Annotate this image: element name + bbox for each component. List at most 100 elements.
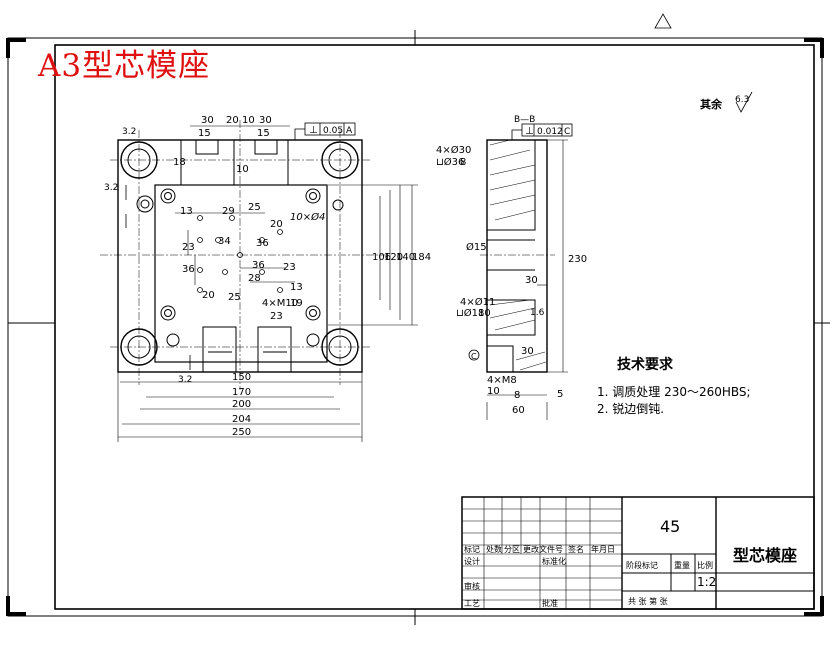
dim-top-18: 18 [173,157,186,168]
roughness-note: 其余 6.3 [700,91,753,113]
roughness-value: 6.3 [735,95,749,105]
tech-title: 技术要求 [617,356,674,373]
dim-inner-34: 34 [218,236,231,247]
dim-inner-36-b: 36 [182,264,195,275]
tb-stage: 阶段标记 [626,560,658,570]
tb-check: 审核 [464,581,480,591]
dim-inner-23-b: 23 [283,262,296,273]
holes-mid-count: 4×Ø11 [460,296,495,308]
tech-requirements: 技术要求 1. 调质处理 230～260HBS; 2. 锐边倒钝. [597,356,751,416]
tech-item-1: 1. 调质处理 230～260HBS; [597,385,751,399]
datum-c: C [471,352,477,361]
holes-mid-depth: 10 [478,308,491,319]
section-label: B—B [514,115,535,125]
tb-part-name: 型芯模座 [733,546,797,565]
dim-bottom-204: 204 [232,414,251,425]
dim-inner-25: 25 [248,202,261,213]
plan-dimension-lines [117,125,418,442]
dim-holes-note: 10×Ø4 [290,211,325,223]
dim-right-106: 106 [372,252,391,263]
dim-inner-20: 20 [270,219,283,230]
holes-bot-count: 4×M8 [487,375,517,386]
tb-approve: 批准 [542,598,558,608]
rough-section: 1.6 [530,308,545,318]
title-block [461,496,815,610]
tb-scale-label: 比例 [697,560,713,570]
holes-bot-depth: 10 [487,386,500,397]
dim-top-15-b: 15 [257,128,270,139]
dim-section-230: 230 [568,254,587,265]
tb-h-count: 处数 [486,544,502,554]
holes-top-count: 4×Ø30 [436,144,471,156]
tb-h-zone: 分区 [504,545,520,554]
orientation-mark [654,13,672,29]
dim-top-20: 20 [226,115,239,126]
tb-scale: 1:2 [697,575,716,589]
dim-inner-29: 29 [222,206,235,217]
dim-bottom-250: 250 [232,427,251,438]
dim-top-10-b: 10 [236,164,249,175]
holes-top-cbore: ⊔Ø36 [436,156,464,168]
dim-top-30-b: 30 [259,115,272,126]
dim-bottom-170: 170 [232,387,251,398]
tb-h-file: 更改文件号 [523,544,563,554]
section-dim-lines [486,139,568,420]
plan-view [100,120,385,390]
dim-top-30-a: 30 [201,115,214,126]
tb-weight: 重量 [674,560,690,570]
tol-frame-plan: ⊥ 0.05 A [294,122,356,140]
tol-symbol: ⊥ [309,125,318,136]
tb-h-mark: 标记 [464,544,480,554]
rough-top-left: 3.2 [122,127,136,137]
plan-dimension-text: 30 20 10 30 15 15 18 10 3.2 3.2 13 29 25… [104,115,431,438]
dim-top-15-a: 15 [198,128,211,139]
dim-section-60: 60 [512,405,525,416]
inner-border [54,44,815,610]
dim-23: 23 [270,311,283,322]
tol-frame-section: ⊥ 0.012 C C [468,123,573,361]
dim-inner-36-c: 36 [252,260,265,271]
dim-section-30-b: 30 [521,346,534,357]
tb-h-date: 年月日 [591,544,615,554]
tb-material: 45 [660,517,680,536]
tb-standard: 标准化 [542,556,566,566]
outer-border [7,37,823,617]
dim-inner-28: 28 [248,273,261,284]
dim-inner-23-a: 23 [182,242,195,253]
tol-datum: A [346,126,353,136]
sheet-label: A3型芯模座 [38,48,211,84]
dim-top-10-a: 10 [242,115,255,126]
rough-bottom: 3.2 [178,375,192,385]
roughness-label: 其余 [700,97,723,111]
dim-m10: 4×M10 [262,298,298,309]
centering-marks [8,30,830,625]
dim-section-8: 8 [514,390,520,401]
dim-inner-25-b: 25 [228,292,241,303]
rough-side: 3.2 [104,183,118,193]
dim-inner-13: 13 [180,206,193,217]
section-tol-symbol: ⊥ [525,126,534,137]
dim-bottom-150: 150 [232,372,251,383]
tb-sheets: 共 张 第 张 [628,596,668,606]
dim-right-120: 120 [384,252,403,263]
tb-h-sign: 签名 [568,544,584,554]
section-tol-datum: C [564,127,570,137]
holes-top-depth: 8 [460,157,466,168]
dim-inner-13-b: 13 [290,282,303,293]
dim-m10-depth: 19 [290,298,303,309]
section-view [480,139,555,373]
corner-marks [6,38,824,616]
dim-section-5: 5 [557,389,563,400]
tech-item-2: 2. 锐边倒钝. [597,402,664,416]
dim-right-184: 184 [412,252,431,263]
tol-value: 0.05 [323,126,343,136]
section-text: B—B 4×Ø30 ⊔Ø36 8 230 30 Ø15 30 8 5 60 1.… [436,115,587,416]
tb-process: 工艺 [464,599,480,608]
tb-design: 设计 [464,556,480,566]
title-block-text: 45 型芯模座 1:2 标记 处数 分区 更改文件号 签名 年月日 设计 标准化… [464,517,797,608]
dim-inner-36-a: 36 [256,238,269,249]
dim-bottom-200: 200 [232,399,251,410]
dim-section-30-a: 30 [525,275,538,286]
dim-section-phi15: Ø15 [466,241,487,253]
